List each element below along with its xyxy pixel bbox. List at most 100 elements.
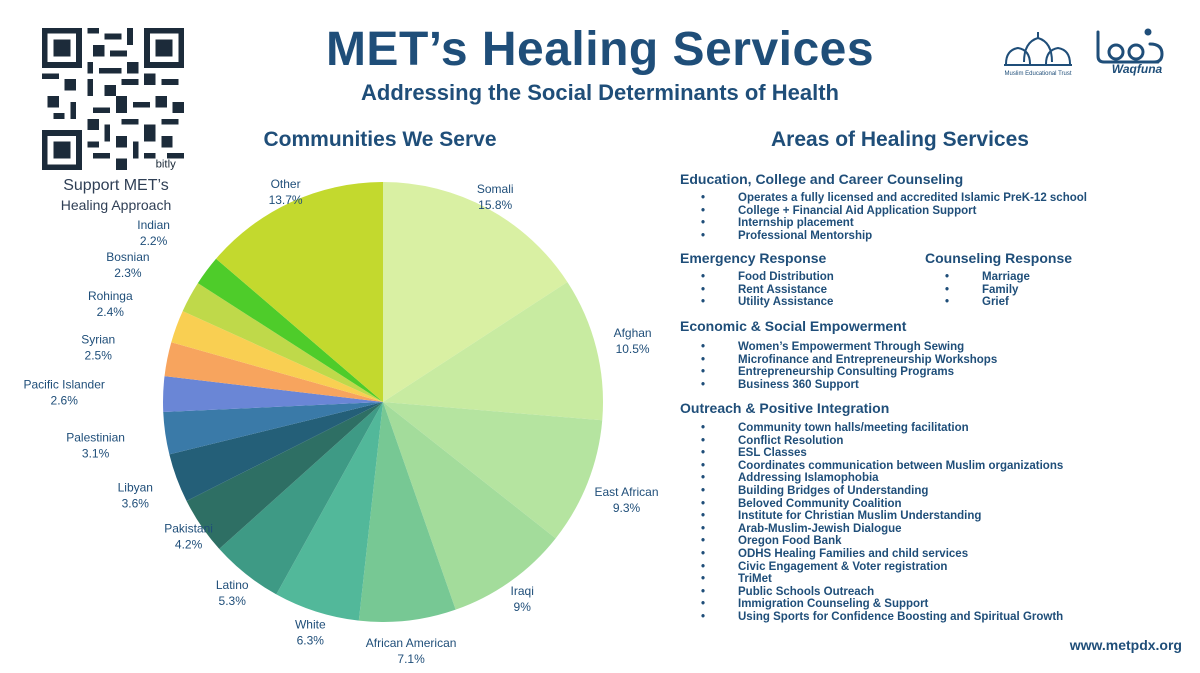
pie-label-value: 4.2%: [175, 538, 203, 552]
pie-label-white: White 6.3%: [295, 618, 326, 648]
list-education: Operates a fully licensed and accredited…: [701, 192, 1087, 242]
service-item: Institute for Christian Muslim Understan…: [701, 510, 1063, 523]
pie-label-name: Afghan: [614, 326, 652, 340]
pie-label-value: 2.2%: [140, 234, 168, 248]
service-item: Using Sports for Confidence Boosting and…: [701, 611, 1063, 624]
pie-label-value: 7.1%: [397, 652, 425, 666]
service-item: Family: [945, 284, 1030, 297]
service-item: Rent Assistance: [701, 284, 834, 297]
pie-label-name: White: [295, 618, 326, 632]
pie-label-name: African American: [366, 636, 457, 650]
category-counseling: Counseling Response: [925, 250, 1073, 266]
pie-label-value: 9.3%: [613, 501, 641, 515]
service-item: Women’s Empowerment Through Sewing: [701, 341, 997, 354]
pie-label-pacific-islander: Pacific Islander 2.6%: [24, 378, 105, 408]
pie-label-indian: Indian 2.2%: [137, 218, 170, 248]
qr-code[interactable]: bitly: [42, 28, 184, 170]
service-item: Business 360 Support: [701, 379, 997, 392]
pie-slice-other: [216, 182, 383, 402]
service-item: Addressing Islamophobia: [701, 472, 1063, 485]
service-item: Entrepreneurship Consulting Programs: [701, 366, 997, 379]
bitly-mark: bitly: [156, 159, 177, 170]
pie-label-name: Rohinga: [88, 289, 133, 303]
service-item: Building Bridges of Understanding: [701, 485, 1063, 498]
service-item: Oregon Food Bank: [701, 535, 1063, 548]
qr-finder-top-left: [42, 28, 82, 68]
service-item: Beloved Community Coalition: [701, 498, 1063, 511]
list-counseling: MarriageFamilyGrief: [945, 271, 1030, 309]
pie-label-name: Syrian: [81, 332, 115, 346]
pie-slice-pacific-islander: [163, 376, 383, 413]
pie-label-value: 5.3%: [219, 594, 247, 608]
service-item: Coordinates communication between Muslim…: [701, 460, 1063, 473]
pie-label-value: 3.1%: [82, 446, 110, 460]
waqfuna-logo-text: Waqfuna: [1111, 62, 1163, 76]
pie-label-other: Other 13.7%: [269, 177, 303, 207]
pie-label-value: 6.3%: [297, 634, 325, 648]
service-item: Arab-Muslim-Jewish Dialogue: [701, 523, 1063, 536]
qr-modules: [42, 28, 184, 170]
pie-label-african-american: African American 7.1%: [366, 636, 457, 666]
pie-slice-libyan: [169, 402, 383, 502]
service-item: Grief: [945, 296, 1030, 309]
pie-label-iraqi: Iraqi 9%: [511, 584, 534, 614]
chart-title: Communities We Serve: [263, 128, 497, 151]
pie-label-name: Iraqi: [511, 584, 534, 598]
pie-label-syrian: Syrian 2.5%: [81, 332, 115, 362]
waqfuna-logo: [1096, 28, 1164, 64]
category-economic: Economic & Social Empowerment: [680, 318, 907, 334]
pie-slice-african-american: [358, 402, 456, 623]
pie-slice-somali: [383, 182, 568, 402]
service-item: ODHS Healing Families and child services: [701, 548, 1063, 561]
pie-slice-pakistani: [186, 402, 383, 549]
pie-label-value: 9%: [514, 600, 532, 614]
service-item: Internship placement: [701, 217, 1087, 230]
pie-slice-syrian: [164, 342, 383, 402]
service-item: Food Distribution: [701, 271, 834, 284]
pie-slice-rohinga: [171, 311, 383, 402]
page-title: MET’s Healing Services: [325, 23, 875, 76]
pie-label-value: 2.5%: [85, 348, 113, 362]
page-subtitle: Addressing the Social Determinants of He…: [361, 80, 839, 105]
qr-caption-line2: Healing Approach: [60, 197, 172, 213]
list-emergency: Food DistributionRent AssistanceUtility …: [701, 271, 834, 309]
list-outreach: Community town halls/meeting facilitatio…: [701, 422, 1063, 624]
category-emergency: Emergency Response: [680, 250, 827, 266]
qr-finder-bottom-left: [42, 130, 82, 170]
pie-label-value: 2.6%: [51, 394, 79, 408]
pie-slice-iraqi: [383, 402, 556, 610]
service-item: Immigration Counseling & Support: [701, 598, 1063, 611]
service-item: ESL Classes: [701, 447, 1063, 460]
pie-label-value: 2.3%: [114, 266, 142, 280]
service-item: Civic Engagement & Voter registration: [701, 561, 1063, 574]
service-item: TriMet: [701, 573, 1063, 586]
qr-finder-top-right: [144, 28, 184, 68]
pie-label-value: 15.8%: [478, 198, 512, 212]
pie-slice-latino: [219, 402, 383, 595]
met-logo: Muslim Educational Trust: [1004, 32, 1072, 77]
qr-caption-line1: Support MET’s: [63, 177, 169, 194]
pie-label-name: Pacific Islander: [24, 378, 105, 392]
list-economic: Women’s Empowerment Through SewingMicrof…: [701, 341, 997, 391]
service-item: Community town halls/meeting facilitatio…: [701, 422, 1063, 435]
pie-slice-afghan: [383, 281, 604, 421]
website-link[interactable]: www.metpdx.org: [1069, 637, 1182, 653]
service-item: Microfinance and Entrepreneurship Worksh…: [701, 354, 997, 367]
pie-label-value: 10.5%: [616, 342, 650, 356]
pie-label-east-african: East African 9.3%: [594, 485, 658, 515]
pie-label-name: East African: [594, 485, 658, 499]
pie-label-name: Pakistani: [164, 522, 213, 536]
service-item: Professional Mentorship: [701, 230, 1087, 243]
pie-label-name: Other: [271, 177, 301, 191]
pie-label-name: Indian: [137, 218, 170, 232]
pie-slice-indian: [197, 258, 383, 402]
category-education: Education, College and Career Counseling: [680, 171, 964, 187]
pie-label-value: 3.6%: [122, 497, 150, 511]
pie-label-name: Palestinian: [66, 430, 125, 444]
services-title: Areas of Healing Services: [771, 128, 1029, 151]
pie-label-value: 13.7%: [269, 193, 303, 207]
